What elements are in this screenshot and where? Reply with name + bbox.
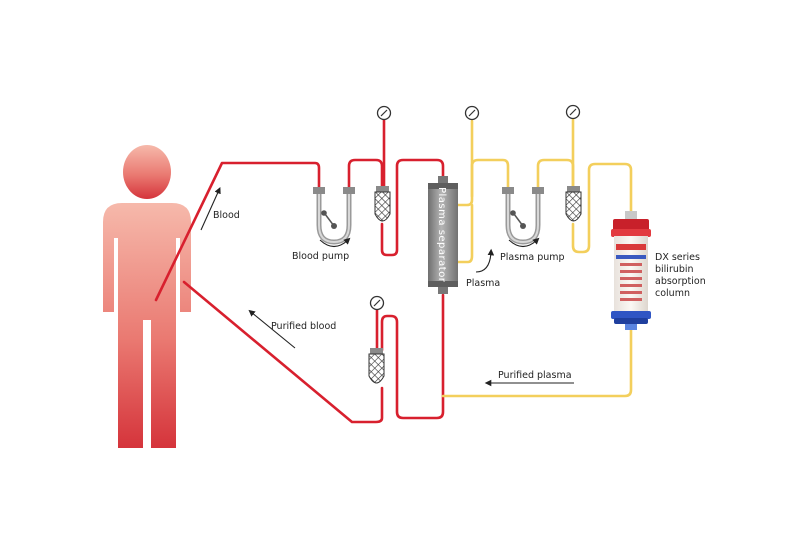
absorption-column (611, 211, 651, 330)
purified-plasma-line (441, 324, 633, 398)
pressure-gauge-icon (376, 105, 392, 121)
flow-arrows (200, 186, 574, 387)
blood-flow-arrow-icon (200, 186, 221, 231)
drip-chamber-return (368, 348, 385, 384)
plasma-to-pump-line (470, 158, 510, 198)
plasma-pump-outlet-line (536, 158, 575, 190)
blood-circuit (154, 118, 445, 424)
plasma-return-tap (453, 203, 474, 264)
pressure-gauge-icon (369, 295, 385, 311)
plasma-pump-label: Plasma pump (500, 252, 565, 263)
drip-chambers (368, 186, 582, 384)
column-label-line2: bilirubin (655, 264, 694, 275)
drip-chamber-plasma (565, 186, 582, 222)
purified-blood-arrow-icon (248, 309, 296, 349)
pump-outlet-line (347, 158, 384, 190)
rotation-arrow-icon (319, 237, 351, 248)
plasma-separator-label: Plasma separator (436, 187, 447, 283)
plasma-out-line (453, 119, 474, 207)
drip-chamber-blood (374, 186, 391, 222)
column-label-line4: column (655, 288, 690, 299)
labels: Blood Blood pump Plasma Plasma pump Puri… (213, 210, 706, 381)
purified-blood-label: Purified blood (271, 321, 336, 332)
blood-pump (313, 187, 355, 248)
pressure-gauge-icon (464, 105, 480, 121)
venous-return-line (182, 280, 384, 424)
plasma-label: Plasma (466, 278, 500, 289)
arterial-line (154, 161, 321, 302)
blood-pump-label: Blood pump (292, 251, 349, 262)
plasma-separator: Plasma separator (428, 176, 458, 294)
plasma-pump (502, 187, 544, 248)
rotation-arrow-icon (508, 237, 540, 248)
column-label-line3: absorption (655, 276, 706, 287)
blood-label: Blood (213, 210, 240, 221)
pressure-gauges (369, 104, 581, 311)
plasma-circuit (441, 116, 633, 398)
plasma-trap-to-column-line (571, 162, 633, 254)
separator-return-line (380, 293, 445, 420)
purified-plasma-label: Purified plasma (498, 370, 572, 381)
pressure-gauge-icon (565, 104, 581, 120)
plasma-flow-arrow-icon (475, 248, 495, 273)
head (123, 145, 171, 199)
human-figure (103, 145, 191, 448)
trap-to-separator-line (380, 158, 445, 257)
body (103, 203, 191, 448)
column-label-line1: DX series (655, 252, 700, 263)
